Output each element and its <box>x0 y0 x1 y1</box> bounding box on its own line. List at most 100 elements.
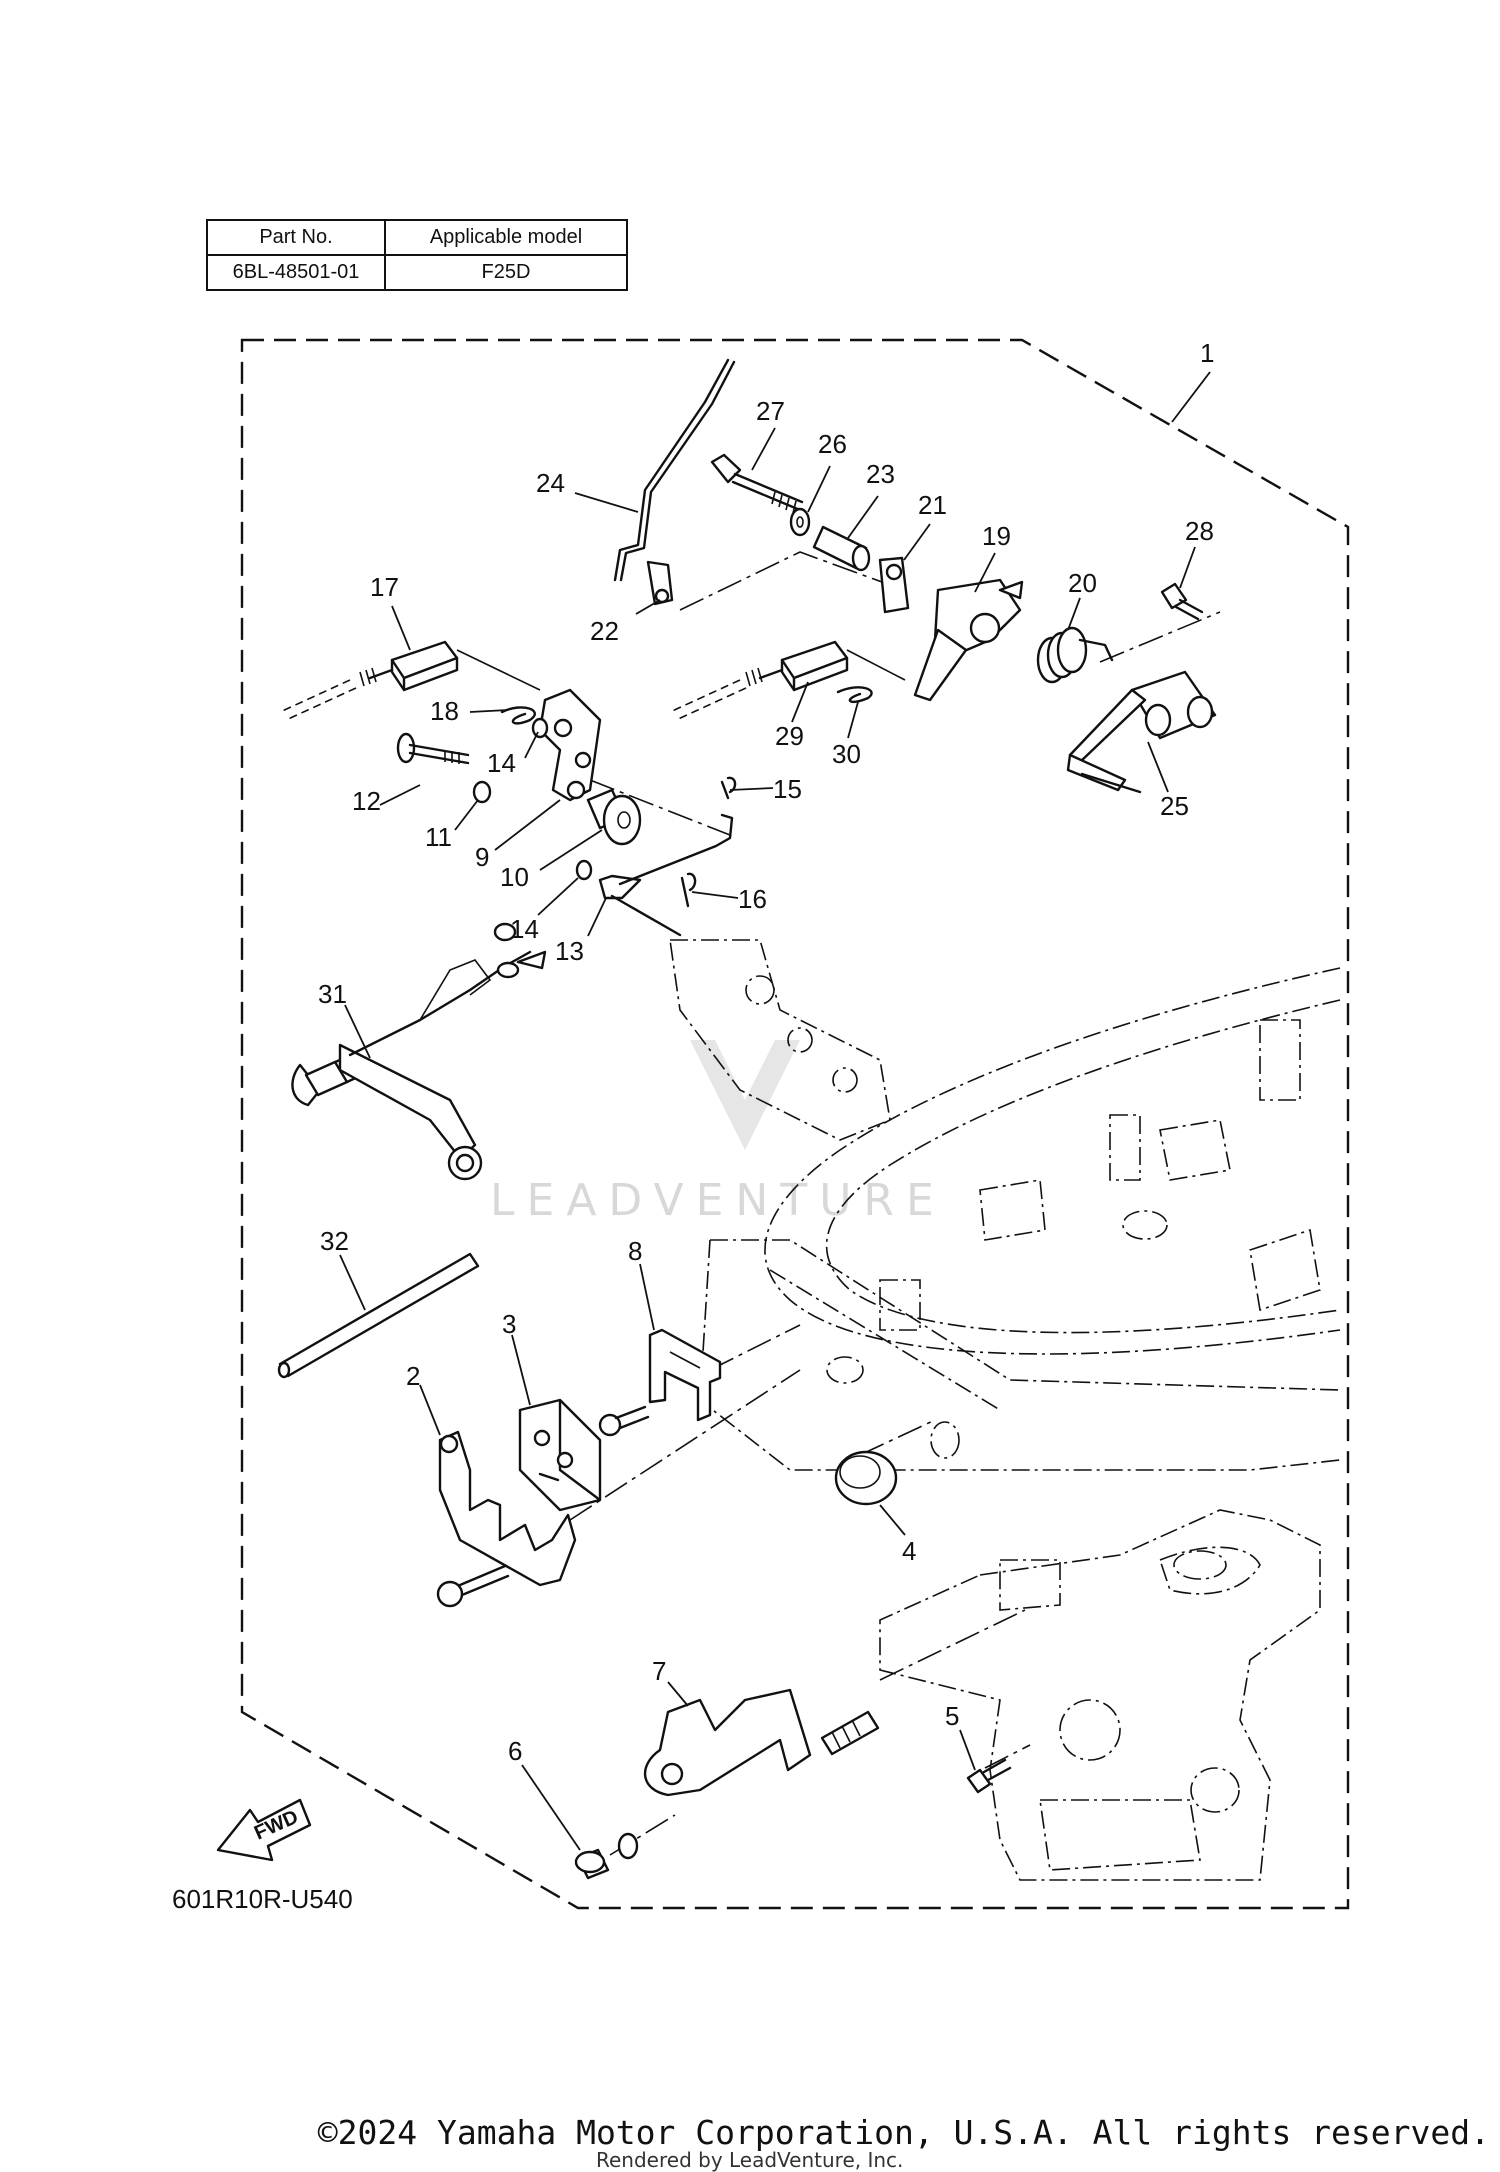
part-6-nut[interactable] <box>574 1848 610 1880</box>
shift-mechanism-outline <box>669 939 891 1141</box>
center-line-4 <box>859 1419 936 1456</box>
center-line-5 <box>984 1744 1031 1769</box>
callout-19: 19 <box>982 521 1011 551</box>
rendered-by: Rendered by LeadVenture, Inc. <box>596 2148 904 2172</box>
part-no-value: 6BL-48501-01 <box>206 254 386 291</box>
part-2-bracket[interactable] <box>438 1430 577 1587</box>
callout-5: 5 <box>945 1701 959 1731</box>
leader-24 <box>574 492 639 513</box>
callout-22: 22 <box>590 616 619 646</box>
leader-28 <box>1179 546 1196 589</box>
part-8-plate[interactable] <box>648 1328 722 1422</box>
callout-28: 28 <box>1185 516 1214 546</box>
callout-31: 31 <box>318 979 347 1009</box>
part-10-collar[interactable] <box>586 788 642 846</box>
fwd-arrow-icon <box>216 1798 312 1862</box>
part-12-bolt[interactable] <box>396 732 470 765</box>
callout-17: 17 <box>370 572 399 602</box>
leader-6 <box>521 1764 581 1851</box>
leader-14a <box>524 731 539 759</box>
assembly-boundary <box>240 338 1350 1910</box>
leader-17 <box>391 605 411 651</box>
callout-30: 30 <box>832 739 861 769</box>
part-31-stop-switch[interactable] <box>291 922 547 1181</box>
leader-11 <box>454 799 479 831</box>
part-15-clip[interactable] <box>720 776 737 800</box>
leader-12 <box>379 784 421 806</box>
plunger-spring[interactable] <box>820 1710 880 1756</box>
part-30-clip[interactable] <box>836 686 873 704</box>
leader-25 <box>1147 741 1169 793</box>
part-2-screw[interactable] <box>436 1564 510 1608</box>
callout-21: 21 <box>918 490 947 520</box>
part-9-lever[interactable] <box>538 688 602 802</box>
callout-3: 3 <box>502 1309 516 1339</box>
callout-13: 13 <box>555 936 584 966</box>
leader-23 <box>847 495 879 539</box>
callout-29: 29 <box>775 721 804 751</box>
part-6-washer[interactable] <box>617 1832 639 1860</box>
part-23-collar[interactable] <box>812 525 871 572</box>
part-21-bushing[interactable] <box>878 556 910 614</box>
part-16-clip[interactable] <box>680 872 697 908</box>
part-3-block[interactable] <box>518 1398 602 1512</box>
part-14-washer-lower[interactable] <box>575 859 593 881</box>
part-25-bracket[interactable] <box>1066 670 1217 794</box>
swivel-bracket-outline <box>879 1509 1321 1881</box>
part-13-link[interactable] <box>598 813 734 937</box>
leader-5 <box>959 1729 976 1771</box>
callout-26: 26 <box>818 429 847 459</box>
part-32-rod[interactable] <box>277 1252 480 1379</box>
callout-10: 10 <box>500 862 529 892</box>
part-8-screw[interactable] <box>598 1405 650 1437</box>
leader-7 <box>667 1681 689 1707</box>
leader-30 <box>847 701 859 739</box>
part-no-header: Part No. <box>206 219 386 256</box>
watermark-text: LEADVENTURE <box>490 1175 946 1226</box>
callout-4: 4 <box>902 1536 916 1566</box>
callout-1: 1 <box>1200 338 1214 368</box>
part-27-bolt[interactable] <box>710 453 804 514</box>
part-7-bracket[interactable] <box>643 1688 812 1797</box>
part-17-cable-end[interactable] <box>279 640 459 721</box>
part-20-spring[interactable] <box>1036 626 1114 684</box>
leader-19 <box>974 552 996 593</box>
leader-32 <box>339 1254 366 1311</box>
callout-9: 9 <box>475 842 489 872</box>
part-24-rod[interactable] <box>613 358 736 582</box>
leader-3 <box>511 1334 531 1406</box>
part-11-washer[interactable] <box>472 780 492 804</box>
callout-14a: 14 <box>487 748 516 778</box>
part-19-lever[interactable] <box>913 578 1024 702</box>
part-28-screw[interactable] <box>1160 582 1204 621</box>
callout-16: 16 <box>738 884 767 914</box>
part-4-grommet[interactable] <box>834 1450 898 1506</box>
copyright-notice: ©2024 Yamaha Motor Corporation, U.S.A. A… <box>317 2113 1490 2152</box>
leader-9 <box>494 799 561 851</box>
part-22-clip[interactable] <box>646 560 674 606</box>
center-line-2 <box>569 1369 801 1521</box>
lower-casing-outline <box>699 967 1341 1471</box>
center-line-9-13 <box>589 779 731 836</box>
applicable-model-header: Applicable model <box>384 219 628 256</box>
part-5-screw[interactable] <box>966 1758 1012 1794</box>
part-26-washer[interactable] <box>789 507 811 537</box>
part-14-washer-upper[interactable] <box>531 717 549 739</box>
part-18-clip[interactable] <box>500 706 537 725</box>
center-line-20-28 <box>1099 611 1221 663</box>
callout-23: 23 <box>866 459 895 489</box>
center-line-8 <box>709 1324 801 1371</box>
callout-14b: 14 <box>510 914 539 944</box>
leader-16 <box>691 891 739 899</box>
leader-2 <box>419 1384 441 1436</box>
callout-8: 8 <box>628 1236 642 1266</box>
applicable-model-value: F25D <box>384 254 628 291</box>
callout-24: 24 <box>536 468 565 498</box>
leader-26 <box>807 465 831 513</box>
callout-20: 20 <box>1068 568 1097 598</box>
leader-4 <box>879 1504 906 1536</box>
part-29-cable-end[interactable] <box>669 640 849 721</box>
leader-31 <box>344 1004 371 1059</box>
leader-15 <box>729 787 774 791</box>
